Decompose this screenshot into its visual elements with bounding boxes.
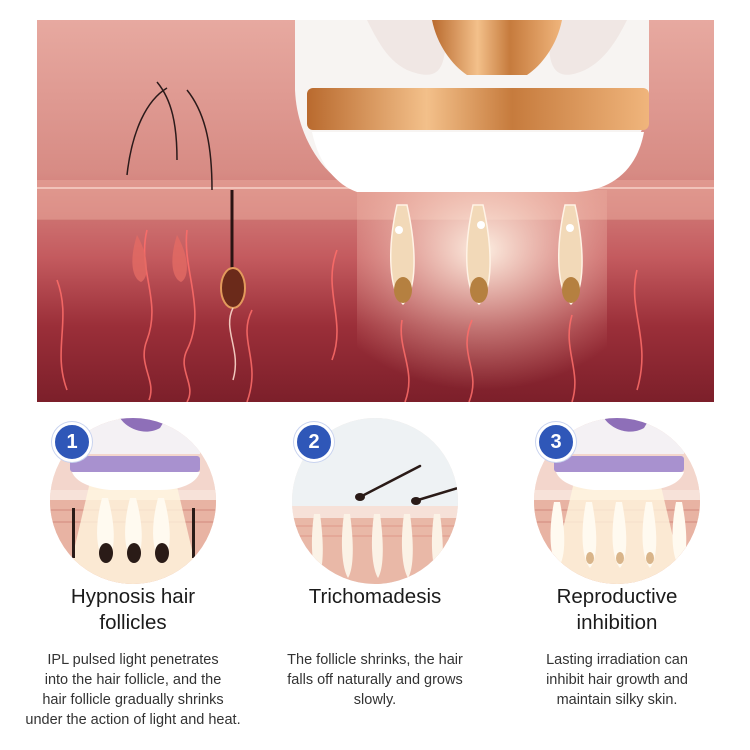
step-hypnosis: 1 Hypnosis hair follicles IPL pulsed lig…: [8, 418, 258, 738]
step-title-line: Hypnosis hair: [70, 585, 196, 608]
step-title: Trichomadesis: [250, 584, 500, 610]
step-desc-line: IPL pulsed light penetrates: [47, 652, 219, 668]
step-desc-line: into the hair follicle, and the: [44, 672, 222, 688]
step-desc-line: slowly.: [353, 692, 397, 708]
step-title-line: follicles: [99, 611, 167, 634]
step-desc-line: falls off naturally and grows: [287, 672, 463, 688]
step-number-badge: 3: [536, 422, 576, 462]
step-title-line: inhibition: [576, 611, 658, 634]
step-title-line: Reproductive: [556, 585, 678, 608]
step-desc-line: maintain silky skin.: [556, 692, 678, 708]
step-desc-line: The follicle shrinks, the hair: [287, 652, 463, 668]
step-description: The follicle shrinks, the hair falls off…: [250, 650, 500, 710]
step-title: Reproductive inhibition: [492, 584, 742, 636]
step-number-badge: 1: [52, 422, 92, 462]
step-title-line: Trichomadesis: [308, 585, 442, 608]
device-over-shrunk-follicles-icon: [534, 418, 700, 584]
step-trichomadesis: 2 Trichomadesis The follicle shrinks, th…: [250, 418, 500, 738]
step-illustration: [534, 418, 700, 584]
step-desc-line: Lasting irradiation can: [546, 652, 688, 668]
step-description: Lasting irradiation can inhibit hair gro…: [492, 650, 742, 710]
step-desc-line: under the action of light and heat.: [25, 712, 241, 728]
ipl-device-illustration: [37, 20, 714, 402]
step-description: IPL pulsed light penetrates into the hai…: [8, 650, 258, 730]
step-reproductive-inhibition: 3 Reproductive inhibition Lasting irradi…: [492, 418, 742, 738]
hero-illustration: [37, 20, 714, 402]
step-number-badge: 2: [294, 422, 334, 462]
step-desc-line: hair follicle gradually shrinks: [42, 692, 224, 708]
step-desc-line: inhibit hair growth and: [546, 672, 688, 688]
step-title: Hypnosis hair follicles: [8, 584, 258, 636]
